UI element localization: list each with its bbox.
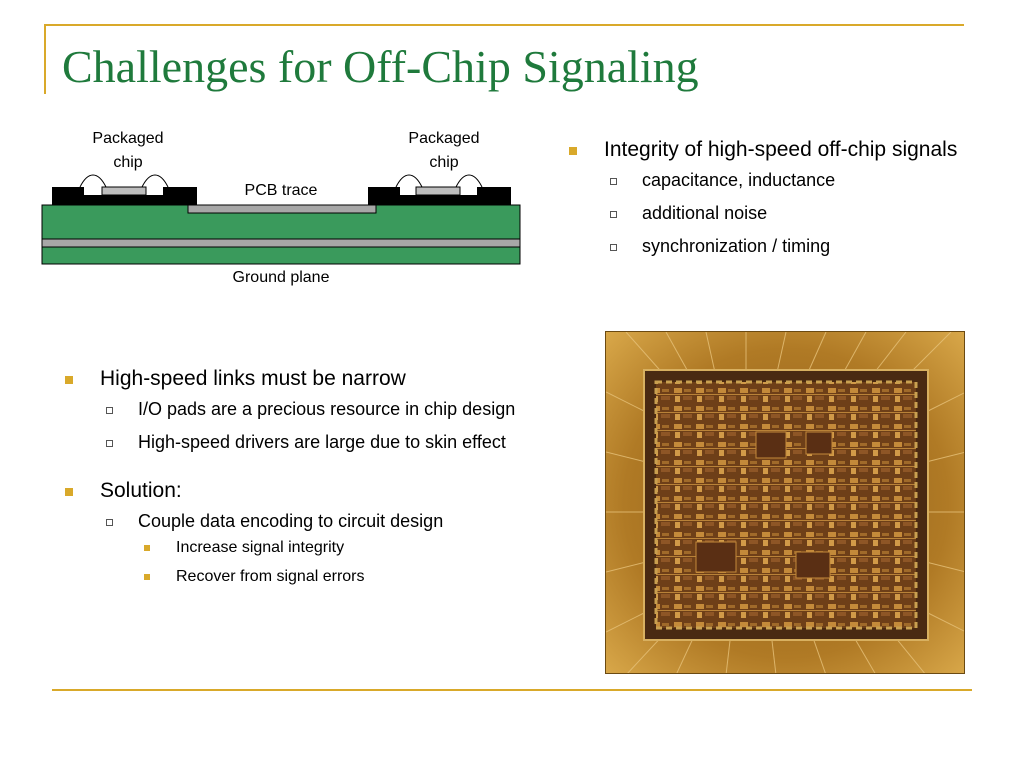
slide-title: Challenges for Off-Chip Signaling: [62, 41, 699, 92]
left-bullet-list: High-speed links must be narrow I/O pads…: [62, 364, 552, 595]
hollow-square-bullet-icon: [106, 407, 113, 414]
bullet-text: Solution:: [100, 479, 182, 502]
hollow-square-bullet-icon: [106, 440, 113, 447]
sub-sub-bullet: Recover from signal errors: [138, 566, 552, 588]
sub-bullet: additional noise: [604, 200, 966, 227]
sub-bullet-text: synchronization / timing: [642, 236, 831, 256]
left-chip-label-2: chip: [113, 154, 142, 171]
right-bondwire-a: [395, 174, 423, 188]
sub-bullet-text: capacitance, inductance: [642, 170, 836, 190]
right-bondwire-b: [455, 174, 483, 188]
top-rule: [44, 24, 964, 26]
left-package-die: [101, 186, 147, 196]
sub-bullet-text: High-speed drivers are large due to skin…: [138, 432, 506, 452]
sub-bullet: I/O pads are a precious resource in chip…: [100, 396, 552, 423]
right-package-die: [415, 186, 461, 196]
square-bullet-icon: [65, 488, 73, 496]
sub-bullet: Couple data encoding to circuit design I…: [100, 508, 552, 588]
left-package-pad-b: [163, 187, 197, 195]
square-bullet-icon: [569, 147, 577, 155]
left-package-base: [52, 195, 197, 205]
ground-plane-label: Ground plane: [233, 269, 330, 286]
sub-bullet-text: Couple data encoding to circuit design: [138, 511, 444, 531]
chip-die-photo: [605, 331, 965, 674]
ground-plane-layer: [41, 238, 521, 248]
pcb-trace-label: PCB trace: [245, 182, 318, 199]
square-bullet-icon: [144, 574, 150, 580]
left-package-pad-a: [52, 187, 84, 195]
square-bullet-icon: [65, 376, 73, 384]
right-bullet-list: Integrity of high-speed off-chip signals…: [566, 135, 966, 266]
right-package-base: [368, 195, 511, 205]
right-chip-label-1: Packaged: [408, 130, 479, 147]
left-bondwire-a: [79, 174, 107, 188]
right-package-pad-a: [368, 187, 400, 195]
right-chip-label-2: chip: [429, 154, 458, 171]
sub-bullet-text: I/O pads are a precious resource in chip…: [138, 399, 516, 419]
hollow-square-bullet-icon: [610, 211, 617, 218]
sub-bullet: High-speed drivers are large due to skin…: [100, 429, 552, 456]
pcb-trace: [187, 204, 377, 214]
left-chip-label-1: Packaged: [92, 130, 163, 147]
left-bondwire-b: [141, 174, 169, 188]
sub-bullet-text: additional noise: [642, 203, 768, 223]
sub-sub-bullet-text: Recover from signal errors: [176, 568, 365, 585]
hollow-square-bullet-icon: [610, 244, 617, 251]
hollow-square-bullet-icon: [610, 178, 617, 185]
bottom-rule: [52, 689, 972, 691]
pcb-diagram: Packaged chip Packaged chip PCB trace Gr…: [41, 130, 521, 286]
square-bullet-icon: [144, 545, 150, 551]
sub-sub-bullet-text: Increase signal integrity: [176, 539, 345, 556]
bullet-signal-integrity: Integrity of high-speed off-chip signals…: [566, 135, 966, 260]
sub-bullet: synchronization / timing: [604, 233, 966, 260]
left-rule: [44, 24, 46, 94]
bullet-solution: Solution: Couple data encoding to circui…: [62, 476, 552, 588]
right-package-pad-b: [477, 187, 511, 195]
pcb-board-bottom: [41, 246, 521, 265]
sub-bullet: capacitance, inductance: [604, 167, 966, 194]
bullet-narrow-links: High-speed links must be narrow I/O pads…: [62, 364, 552, 456]
bullet-text: Integrity of high-speed off-chip signals: [604, 138, 958, 161]
sub-sub-bullet: Increase signal integrity: [138, 537, 552, 559]
bullet-text: High-speed links must be narrow: [100, 367, 406, 390]
hollow-square-bullet-icon: [106, 519, 113, 526]
